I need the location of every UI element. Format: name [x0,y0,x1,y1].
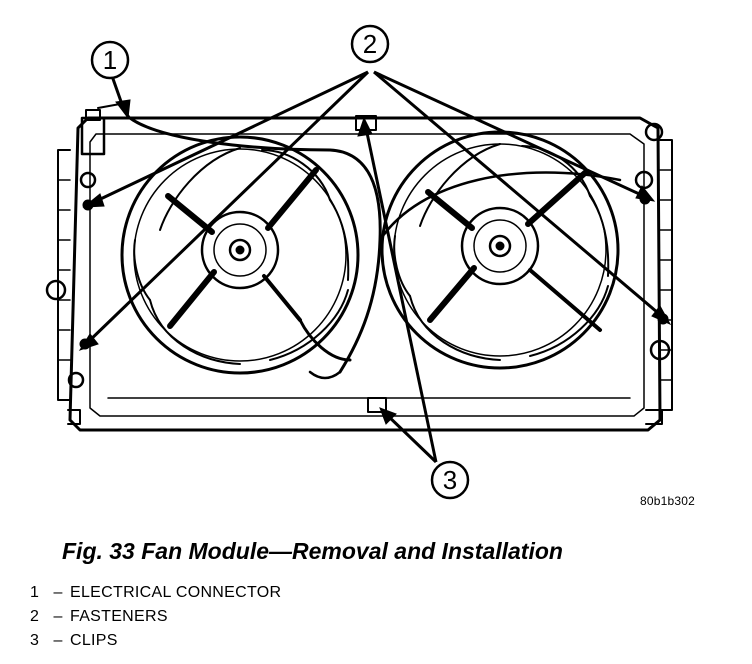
legend-item-text: FASTENERS [70,608,168,625]
callout-leaders [78,70,672,464]
legend-item-number: 1 [30,584,39,601]
callout-1: 1 [90,40,130,80]
legend-item-number: 2 [30,608,39,625]
figure-caption: Fig. 33 Fan Module—Removal and Installat… [62,538,563,564]
legend-item-number: 3 [30,632,39,649]
callout-1-number: 1 [103,45,117,75]
legend-item: 2–FASTENERS [30,606,281,630]
left-fan [120,135,360,375]
legend-item: 1–ELECTRICAL CONNECTOR [30,582,281,606]
callout-3: 3 [430,460,470,500]
callout-3-number: 3 [443,465,457,495]
radiator-shroud [45,103,673,432]
callout-2: 2 [350,24,390,64]
legend-item-text: CLIPS [70,632,118,649]
legend-item: 3–CLIPS [30,630,281,654]
fan-module-diagram: 1 2 3 [45,24,673,500]
figure-reference-code: 80b1b302 [640,494,695,508]
legend-item-separator: – [53,632,63,649]
legend-item-separator: – [53,608,63,625]
callout-2-number: 2 [363,29,377,59]
legend: 1–ELECTRICAL CONNECTOR 2–FASTENERS 3–CLI… [30,582,281,654]
wiring-harness [128,116,622,380]
electrical-connector [80,109,106,156]
right-fan [380,130,620,370]
legend-item-separator: – [53,584,63,601]
legend-item-text: ELECTRICAL CONNECTOR [70,584,282,601]
